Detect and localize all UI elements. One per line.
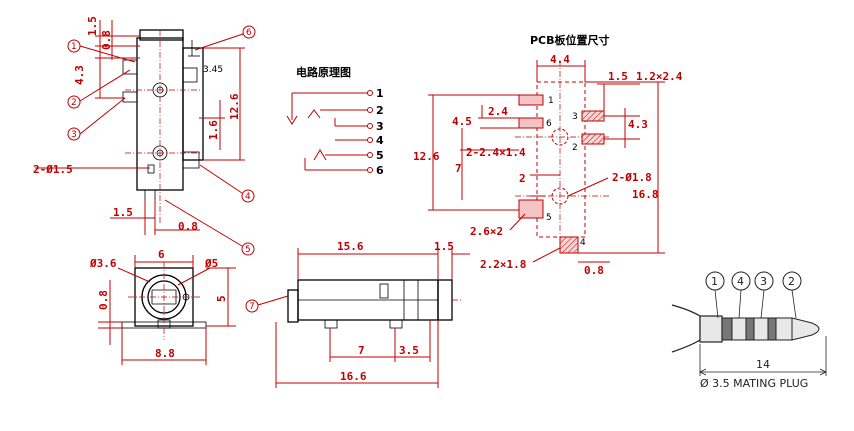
dim-side-2: 0.8 — [100, 30, 113, 50]
front-dim-4: 0.8 — [97, 290, 110, 310]
dim-side-1: 1.5 — [86, 16, 99, 36]
bottom-dim-4: 3.5 — [399, 344, 419, 357]
bottom-view-callouts: 7 — [245, 295, 289, 313]
pcb-dim-13: 2.6×2 — [470, 225, 503, 238]
side-view-dimensions: 1.5 0.8 4.3 12.6 1.6 2-Ø1.5 3.45 1.5 0.8 — [33, 16, 245, 235]
pcb-title: PCB板位置尺寸 — [530, 33, 610, 47]
front-view: Ø3.6 6 Ø5 0.8 5 8.8 — [89, 248, 236, 365]
pad-number-2: 2 — [572, 143, 578, 153]
pcb-dim-11: 2-Ø1.8 — [612, 171, 652, 184]
plug-caption: Ø 3.5 MATING PLUG — [700, 377, 808, 390]
schematic-title: 电路原理图 — [296, 65, 351, 79]
front-dim-2: 6 — [158, 248, 165, 261]
pcb-dimensions: 4.4 1.5 1.2×2.4 2.4 4.5 4.3 12.6 2-2.4×1… — [413, 53, 683, 277]
pcb-dim-15: 0.8 — [584, 264, 604, 277]
schematic-pin-3: 3 — [376, 120, 384, 133]
callout-7: 7 — [249, 302, 255, 312]
bottom-view-dimensions: 15.6 1.5 7 3.5 16.6 — [275, 240, 470, 388]
pcb-dim-1: 4.4 — [550, 53, 570, 66]
pad-3 — [581, 110, 605, 122]
plug-ring-label-1: 1 — [711, 275, 718, 288]
pcb-dim-10: 2 — [519, 172, 526, 185]
pad-4 — [559, 236, 579, 254]
pad-number-3: 3 — [572, 112, 578, 122]
front-dim-6: 8.8 — [155, 347, 175, 360]
schematic-pin-1: 1 — [376, 87, 384, 100]
dim-side-8: 1.5 — [113, 206, 133, 219]
front-view-body — [121, 262, 207, 340]
pcb-dim-9: 7 — [455, 162, 462, 175]
pcb-dim-2: 1.5 — [608, 70, 628, 83]
front-dim-1: Ø3.6 — [89, 257, 117, 270]
schematic-lines — [286, 92, 368, 171]
plug-ring-label-4: 4 — [737, 275, 744, 288]
plug-ring-callouts: 1 4 3 2 — [705, 271, 802, 319]
pad-2 — [581, 133, 605, 145]
dim-side-3: 4.3 — [73, 65, 86, 85]
front-dim-3: Ø5 — [204, 257, 218, 270]
pcb-outline — [515, 60, 610, 250]
pad-number-6: 6 — [546, 119, 552, 129]
schematic-pin-5: 5 — [376, 149, 384, 162]
pcb-dim-5: 4.5 — [452, 115, 472, 128]
callout-3: 3 — [71, 130, 77, 140]
pcb-dim-14: 2.2×1.8 — [480, 258, 526, 271]
plug-ring-label-3: 3 — [760, 275, 767, 288]
schematic-pin-list: 1 2 3 4 5 6 — [367, 87, 384, 177]
dim-side-5: 1.6 — [207, 120, 220, 140]
callout-6: 6 — [246, 28, 252, 38]
plug-body — [671, 304, 820, 353]
pad-number-5: 5 — [546, 213, 552, 223]
pcb-pads — [518, 94, 605, 254]
bottom-dim-2: 1.5 — [434, 240, 454, 253]
bottom-dim-1: 15.6 — [337, 240, 364, 253]
front-view-dimensions: Ø3.6 6 Ø5 0.8 5 8.8 — [89, 248, 236, 365]
plug-dimension: 14 Ø 3.5 MATING PLUG — [699, 336, 827, 390]
bottom-view-body — [287, 279, 462, 329]
plug-length: 14 — [756, 358, 770, 371]
pcb-dim-4: 2.4 — [488, 105, 508, 118]
side-view-body — [122, 29, 204, 225]
bottom-view: 15.6 1.5 7 3.5 16.6 7 — [245, 240, 470, 388]
bottom-dim-3: 7 — [358, 344, 365, 357]
dim-side-7: 3.45 — [203, 65, 223, 75]
pcb-dim-12: 16.8 — [632, 188, 659, 201]
pad-5 — [518, 199, 544, 219]
bottom-dim-5: 16.6 — [340, 370, 367, 383]
pcb-dim-6: 4.3 — [628, 118, 648, 131]
schematic-pin-4: 4 — [376, 134, 384, 147]
pad-6 — [518, 117, 544, 129]
callout-5: 5 — [245, 245, 251, 255]
callout-1: 1 — [71, 42, 77, 52]
callout-4: 4 — [245, 192, 251, 202]
mating-plug: 1 4 3 2 14 Ø 3.5 MATING PLUG — [671, 271, 827, 390]
callout-2: 2 — [71, 98, 77, 108]
schematic-pin-2: 2 — [376, 104, 384, 117]
pcb-dim-8: 2-2.4×1.4 — [466, 146, 526, 159]
pad-1 — [518, 94, 544, 106]
pcb-layout: PCB板位置尺寸 1 6 3 2 5 4 — [413, 33, 683, 277]
dim-side-9: 0.8 — [178, 220, 198, 233]
dim-side-6: 2-Ø1.5 — [33, 163, 73, 176]
side-view-callouts: 1 2 3 4 5 6 — [67, 25, 256, 256]
side-view: 1.5 0.8 4.3 12.6 1.6 2-Ø1.5 3.45 1.5 0.8… — [33, 16, 256, 256]
front-dim-5: 5 — [215, 295, 228, 302]
pcb-dim-3: 1.2×2.4 — [636, 70, 683, 83]
pcb-dim-7: 12.6 — [413, 150, 440, 163]
dim-side-4: 12.6 — [228, 93, 241, 120]
schematic: 电路原理图 1 2 3 4 5 6 — [286, 65, 384, 177]
pcb-pad-numbers: 1 6 3 2 5 4 — [546, 96, 586, 248]
pad-number-4: 4 — [580, 238, 586, 248]
plug-ring-label-2: 2 — [788, 275, 795, 288]
schematic-pin-6: 6 — [376, 164, 384, 177]
pad-number-1: 1 — [548, 96, 554, 106]
